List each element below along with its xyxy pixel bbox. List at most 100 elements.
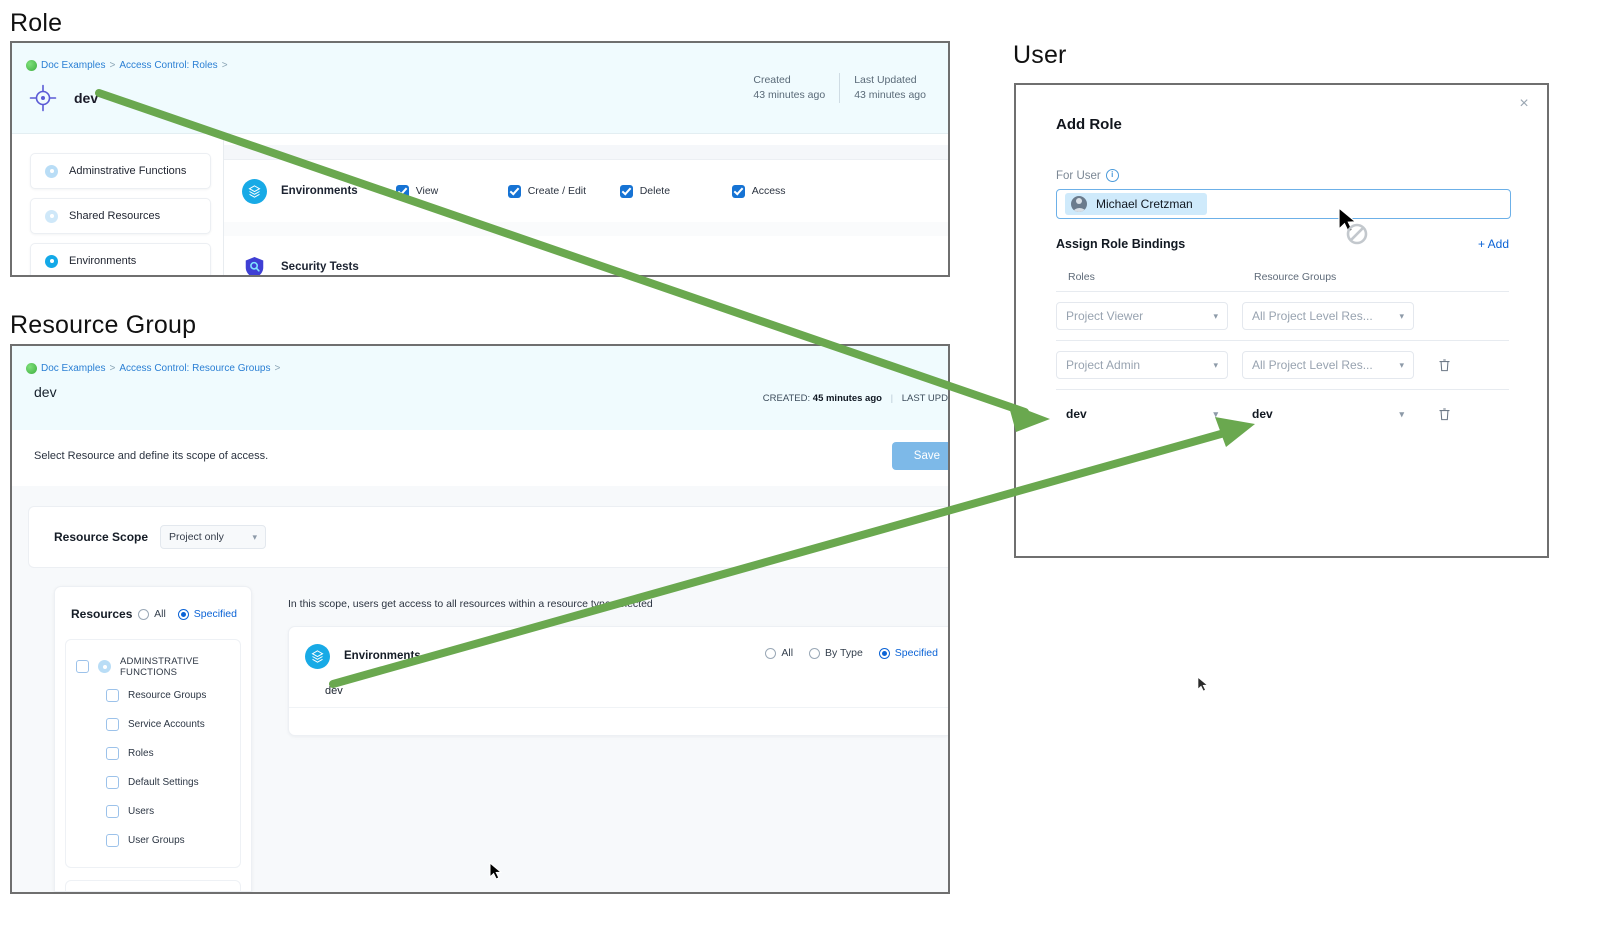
- checkbox-icon[interactable]: [76, 660, 89, 673]
- permission-row-environments: Environments View Create / Edit Delete: [224, 160, 948, 222]
- radio-icon[interactable]: [765, 647, 777, 659]
- breadcrumb-project[interactable]: Doc Examples: [41, 60, 106, 71]
- breadcrumb-separator: >: [109, 363, 116, 374]
- role-panel-body: Adminstrative Functions Shared Resources…: [12, 133, 948, 275]
- user-chip-name: Michael Cretzman: [1096, 197, 1193, 211]
- checkbox-icon[interactable]: [106, 834, 119, 847]
- chevron-down-icon: ▾: [252, 531, 258, 542]
- role-bindings-header: Roles Resource Groups: [1056, 271, 1509, 291]
- role-select-value: Project Viewer: [1066, 309, 1144, 323]
- resource-group-select-value: All Project Level Res...: [1252, 358, 1373, 372]
- environment-item-dev[interactable]: dev: [289, 685, 948, 708]
- role-select[interactable]: Project Viewer ▾: [1056, 302, 1228, 330]
- resource-group-body: Resource Scope Project only ▾ Resources …: [12, 486, 948, 892]
- radio-label: Specified: [894, 647, 938, 659]
- section-caption-resource-group: Resource Group: [10, 311, 197, 339]
- radio-label: All: [154, 608, 166, 620]
- chevron-down-icon: ▾: [1399, 359, 1404, 370]
- close-icon[interactable]: ×: [1519, 95, 1529, 112]
- info-icon[interactable]: i: [1105, 169, 1119, 182]
- meta-updated-value: 43 minutes ago: [854, 89, 926, 102]
- tree-item-roles[interactable]: Roles: [66, 739, 240, 768]
- resources-radio-all[interactable]: All: [138, 608, 166, 620]
- resource-group-panel: Doc Examples > Access Control: Resource …: [10, 344, 950, 894]
- table-row: Project Viewer ▾ All Project Level Res..…: [1056, 291, 1509, 340]
- section-caption-user: User: [1013, 41, 1067, 69]
- meta-created-value: 43 minutes ago: [753, 89, 826, 102]
- tree-item-user-groups[interactable]: User Groups: [66, 826, 240, 855]
- environments-scope-radio-group: All By Type Specified: [765, 647, 938, 659]
- resource-group-meta: CREATED: 45 minutes ago | LAST UPD: [763, 393, 948, 404]
- checkbox-icon[interactable]: [106, 776, 119, 789]
- column-header-roles: Roles: [1068, 271, 1095, 283]
- meta-updated-label: LAST UPD: [901, 393, 948, 404]
- checkbox-icon[interactable]: [106, 747, 119, 760]
- checkbox-icon[interactable]: [731, 184, 745, 198]
- resource-group-header: Doc Examples > Access Control: Resource …: [12, 346, 948, 431]
- checkbox-icon[interactable]: [507, 184, 521, 198]
- breadcrumb-project[interactable]: Doc Examples: [41, 363, 106, 374]
- resources-radio-group: All Specified: [138, 608, 237, 620]
- user-chip[interactable]: Michael Cretzman: [1065, 193, 1207, 215]
- tree-item-resource-groups[interactable]: Resource Groups: [66, 681, 240, 710]
- checkbox-icon[interactable]: [106, 805, 119, 818]
- checkbox-icon[interactable]: [106, 718, 119, 731]
- tree-item-default-settings[interactable]: Default Settings: [66, 768, 240, 797]
- chevron-down-icon: ▾: [1399, 310, 1404, 321]
- resources-title: Resources: [71, 607, 133, 621]
- tree-group-administrative-functions[interactable]: ADMINSTRATIVE FUNCTIONS: [66, 652, 240, 681]
- tree-item-users[interactable]: Users: [66, 797, 240, 826]
- resource-group-select[interactable]: All Project Level Res... ▾: [1242, 351, 1414, 379]
- role-select[interactable]: dev ▾: [1056, 400, 1228, 428]
- project-dot-icon: [26, 60, 37, 71]
- resource-group-subtitle: Select Resource and define its scope of …: [34, 450, 269, 462]
- avatar: [1071, 196, 1087, 212]
- permission-view[interactable]: View: [395, 184, 508, 198]
- radio-icon[interactable]: [138, 608, 150, 620]
- section-caption-role: Role: [10, 9, 63, 37]
- binding-role-cell: Project Admin ▾: [1056, 351, 1242, 379]
- save-button[interactable]: Save: [891, 442, 948, 470]
- resources-radio-specified[interactable]: Specified: [177, 608, 237, 620]
- role-panel-header: Doc Examples > Access Control: Roles > d…: [12, 43, 948, 134]
- env-scope-radio-by-type[interactable]: By Type: [809, 647, 863, 659]
- breadcrumb-section[interactable]: Access Control: Resource Groups: [119, 363, 271, 374]
- checkbox-icon[interactable]: [106, 689, 119, 702]
- resource-group-select[interactable]: All Project Level Res... ▾: [1242, 302, 1414, 330]
- binding-role-cell: dev ▾: [1056, 400, 1242, 428]
- role-select[interactable]: Project Admin ▾: [1056, 351, 1228, 379]
- permission-access[interactable]: Access: [731, 184, 844, 198]
- meta-created-value: 45 minutes ago: [812, 393, 882, 404]
- checkbox-icon[interactable]: [619, 184, 633, 198]
- table-row: Project Admin ▾ All Project Level Res...…: [1056, 340, 1509, 389]
- radio-icon-selected[interactable]: [878, 647, 890, 659]
- dialog-title: Add Role: [1056, 116, 1122, 133]
- env-scope-radio-specified[interactable]: Specified: [878, 647, 938, 659]
- radio-icon[interactable]: [809, 647, 821, 659]
- for-user-input[interactable]: Michael Cretzman: [1056, 189, 1511, 219]
- chevron-down-icon: ▾: [1213, 359, 1218, 370]
- permission-create-edit[interactable]: Create / Edit: [507, 184, 620, 198]
- permission-delete[interactable]: Delete: [619, 184, 732, 198]
- checkbox-icon[interactable]: [395, 184, 409, 198]
- environments-scope-title: Environments: [344, 650, 421, 662]
- tree-item-service-accounts[interactable]: Service Accounts: [66, 710, 240, 739]
- radio-icon-selected[interactable]: [177, 608, 189, 620]
- delete-icon[interactable]: [1437, 406, 1452, 422]
- env-scope-radio-all[interactable]: All: [765, 647, 793, 659]
- for-user-label: For User i: [1056, 169, 1119, 182]
- category-item-environments[interactable]: Environments: [30, 243, 211, 275]
- add-binding-button[interactable]: + Add: [1477, 237, 1509, 251]
- breadcrumb-section[interactable]: Access Control: Roles: [119, 60, 218, 71]
- resource-group-select[interactable]: dev ▾: [1242, 400, 1414, 428]
- role-category-list: Adminstrative Functions Shared Resources…: [12, 133, 224, 275]
- resource-scope-label: Resource Scope: [54, 530, 149, 544]
- resources-card: Resources All Specified ADMINSTR: [54, 586, 252, 892]
- resource-scope-select[interactable]: Project only ▾: [160, 525, 267, 549]
- meta-updated-label: Last Updated: [854, 74, 917, 86]
- delete-icon[interactable]: [1437, 357, 1452, 373]
- category-item-shared-resources[interactable]: Shared Resources: [30, 198, 211, 234]
- assign-role-bindings-label: Assign Role Bindings: [1056, 237, 1186, 251]
- permission-row-name: Environments: [281, 185, 358, 197]
- category-item-administrative-functions[interactable]: Adminstrative Functions: [30, 153, 211, 189]
